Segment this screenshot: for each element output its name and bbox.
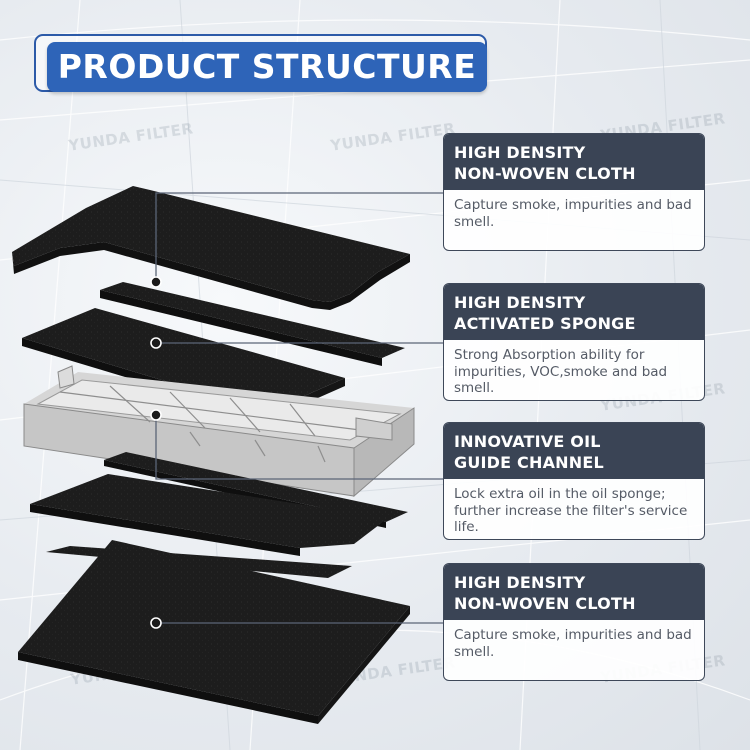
top-nonwoven-cloth-layer xyxy=(12,186,410,310)
layer-card-oil-guide-channel: INNOVATIVE OIL GUIDE CHANNEL Lock extra … xyxy=(443,422,705,540)
callout-dot xyxy=(150,617,162,629)
card-heading-line: ACTIVATED SPONGE xyxy=(454,314,636,333)
card-heading-line: NON-WOVEN CLOTH xyxy=(454,594,636,613)
card-description: Lock extra oil in the oil sponge; furthe… xyxy=(454,486,688,535)
card-heading-line: HIGH DENSITY xyxy=(454,573,586,592)
card-heading-line: HIGH DENSITY xyxy=(454,143,586,162)
page-title: PRODUCT STRUCTURE xyxy=(47,42,487,92)
activated-sponge-layer xyxy=(22,282,405,420)
oil-guide-channel-tray xyxy=(23,365,415,498)
callout-dot xyxy=(150,337,162,349)
layer-card-nonwoven-top: HIGH DENSITY NON-WOVEN CLOTH Capture smo… xyxy=(443,133,705,251)
card-description: Capture smoke, impurities and bad smell. xyxy=(454,197,692,230)
oil-sponge-layer xyxy=(30,452,408,556)
bottom-nonwoven-cloth-layer xyxy=(18,540,410,724)
layer-card-activated-sponge: HIGH DENSITY ACTIVATED SPONGE Strong Abs… xyxy=(443,283,705,401)
callout-dot xyxy=(150,409,162,421)
card-heading-line: HIGH DENSITY xyxy=(454,293,586,312)
card-heading: HIGH DENSITY NON-WOVEN CLOTH xyxy=(444,564,704,620)
callout-lines xyxy=(155,192,443,624)
card-heading-line: NON-WOVEN CLOTH xyxy=(454,164,636,183)
card-description: Capture smoke, impurities and bad smell. xyxy=(454,627,692,660)
card-heading-line: INNOVATIVE OIL xyxy=(454,432,601,451)
callout-dot xyxy=(150,276,162,288)
card-description: Strong Absorption ability for impurities… xyxy=(454,347,668,396)
card-heading: HIGH DENSITY ACTIVATED SPONGE xyxy=(444,284,704,340)
card-heading: HIGH DENSITY NON-WOVEN CLOTH xyxy=(444,134,704,190)
card-heading: INNOVATIVE OIL GUIDE CHANNEL xyxy=(444,423,704,479)
layer-card-nonwoven-bottom: HIGH DENSITY NON-WOVEN CLOTH Capture smo… xyxy=(443,563,705,681)
card-heading-line: GUIDE CHANNEL xyxy=(454,453,604,472)
